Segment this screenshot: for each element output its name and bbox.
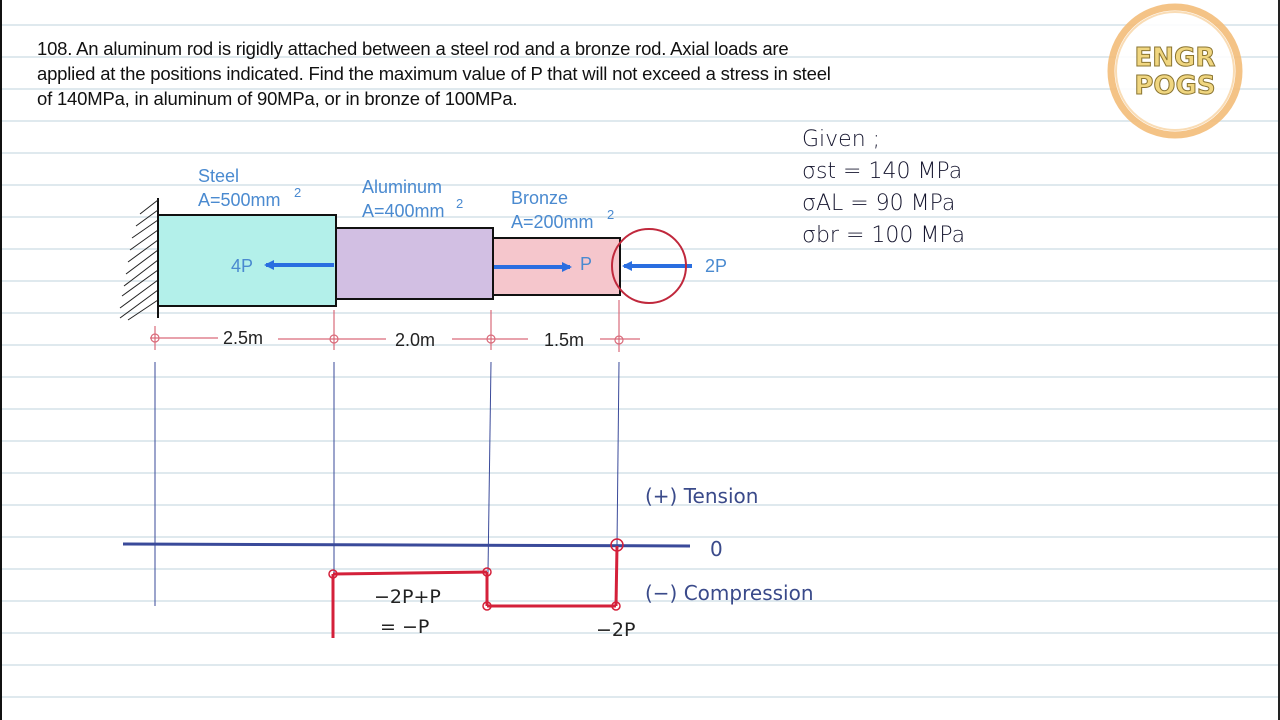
load-label-2p: 2P: [705, 256, 727, 276]
steel-rod: [157, 214, 337, 307]
load-label-p: P: [580, 254, 592, 274]
bronze-area-exponent: 2: [607, 207, 614, 222]
steel-stress-value: = 140 MPa: [843, 159, 963, 184]
problem-line-3: of 140MPa, in aluminum of 90MPa, or in b…: [37, 88, 518, 109]
problem-line-1: 108. An aluminum rod is rigidly attached…: [37, 38, 789, 59]
aluminum-label: Aluminum: [362, 177, 442, 197]
steel-length: 2.5m: [223, 328, 263, 348]
projection-lines: [154, 361, 620, 606]
page-right-border: [1278, 0, 1280, 720]
fixed-wall-support: [119, 198, 159, 321]
aluminum-stress-symbol: σAL: [802, 191, 844, 216]
compression-label: (−) Compression: [645, 581, 814, 605]
page-left-border: [0, 0, 2, 720]
bronze-stress-value: = 100 MPa: [845, 223, 966, 248]
aluminum-stress-value: = 90 MPa: [850, 191, 956, 216]
steel-label: Steel: [198, 166, 239, 186]
given-bronze: σbr = 100 MPa: [802, 220, 965, 252]
axial-force-nodes: [328, 538, 624, 611]
aluminum-length: 2.0m: [395, 330, 435, 350]
aluminum-area: A=400mm: [362, 201, 445, 221]
problem-line-2: applied at the positions indicated. Find…: [37, 63, 831, 84]
dimension-line: [150, 300, 640, 352]
bronze-length: 1.5m: [544, 330, 584, 350]
steel-area-exponent: 2: [294, 185, 301, 200]
bronze-force-value: −2P: [596, 619, 635, 641]
problem-statement: 108. An aluminum rod is rigidly attached…: [37, 36, 957, 111]
given-block: Given ; σst = 140 MPa σAL = 90 MPa σbr =…: [802, 124, 965, 252]
steel-area: A=500mm: [198, 190, 281, 210]
aluminum-rod: [335, 227, 494, 300]
zero-label: 0: [710, 537, 723, 561]
highlight-circle: [611, 228, 687, 304]
logo-text-pogs: POGS: [1134, 71, 1215, 101]
aluminum-force-expr: −2P+P: [374, 586, 441, 608]
zero-axis: [122, 542, 691, 548]
given-title: Given ;: [802, 127, 881, 152]
engr-pogs-logo: ENGR POGS: [1107, 3, 1243, 139]
given-steel: σst = 140 MPa: [802, 156, 965, 188]
tension-label: (+) Tension: [645, 484, 758, 508]
aluminum-force-result: = −P: [380, 616, 429, 638]
given-aluminum: σAL = 90 MPa: [802, 188, 965, 220]
axial-force-plot: [331, 545, 619, 638]
logo-text-engr: ENGR: [1135, 43, 1216, 73]
bronze-area: A=200mm: [511, 212, 594, 232]
bronze-label: Bronze: [511, 188, 568, 208]
bronze-stress-symbol: σbr: [802, 223, 839, 248]
load-label-4p: 4P: [231, 256, 253, 276]
aluminum-area-exponent: 2: [456, 196, 463, 211]
steel-stress-symbol: σst: [802, 159, 837, 184]
